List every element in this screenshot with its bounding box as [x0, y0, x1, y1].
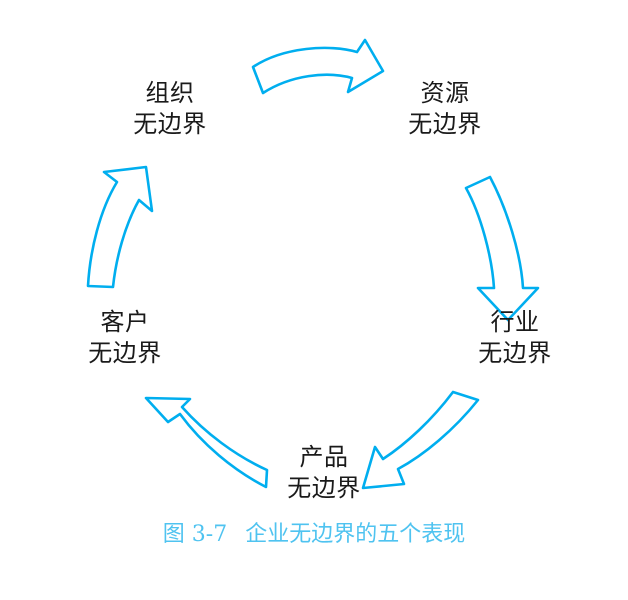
node-label-customer-line2: 无边界: [88, 339, 162, 368]
figure-caption: 图 3-7 企业无边界的五个表现: [0, 521, 628, 550]
node-label-organization: 组织 无边界: [110, 78, 230, 140]
arrow-customer-to-organization: [86, 165, 154, 289]
arrow-organization-to-resource: [251, 38, 385, 95]
node-label-resource: 资源 无边界: [385, 78, 505, 140]
node-label-organization-line1: 组织: [145, 79, 195, 107]
node-label-customer: 客户 无边界: [65, 307, 185, 369]
node-label-industry-line2: 无边界: [478, 339, 552, 368]
node-label-product: 产品 无边界: [264, 442, 384, 504]
arrow-product-to-customer: [144, 396, 269, 489]
arrow-resource-to-industry: [464, 175, 540, 322]
node-label-product-line2: 无边界: [287, 474, 361, 503]
figure-caption-number: 图 3-7: [162, 522, 228, 547]
node-label-organization-line2: 无边界: [133, 110, 207, 139]
node-label-product-line1: 产品: [299, 443, 349, 471]
node-label-industry: 行业 无边界: [455, 307, 575, 369]
node-label-resource-line1: 资源: [420, 79, 470, 107]
node-label-resource-line2: 无边界: [408, 110, 482, 139]
node-label-industry-line1: 行业: [490, 308, 540, 336]
figure-caption-title: 企业无边界的五个表现: [245, 522, 466, 547]
node-label-customer-line1: 客户: [100, 308, 150, 336]
arrow-industry-to-product: [361, 390, 480, 490]
